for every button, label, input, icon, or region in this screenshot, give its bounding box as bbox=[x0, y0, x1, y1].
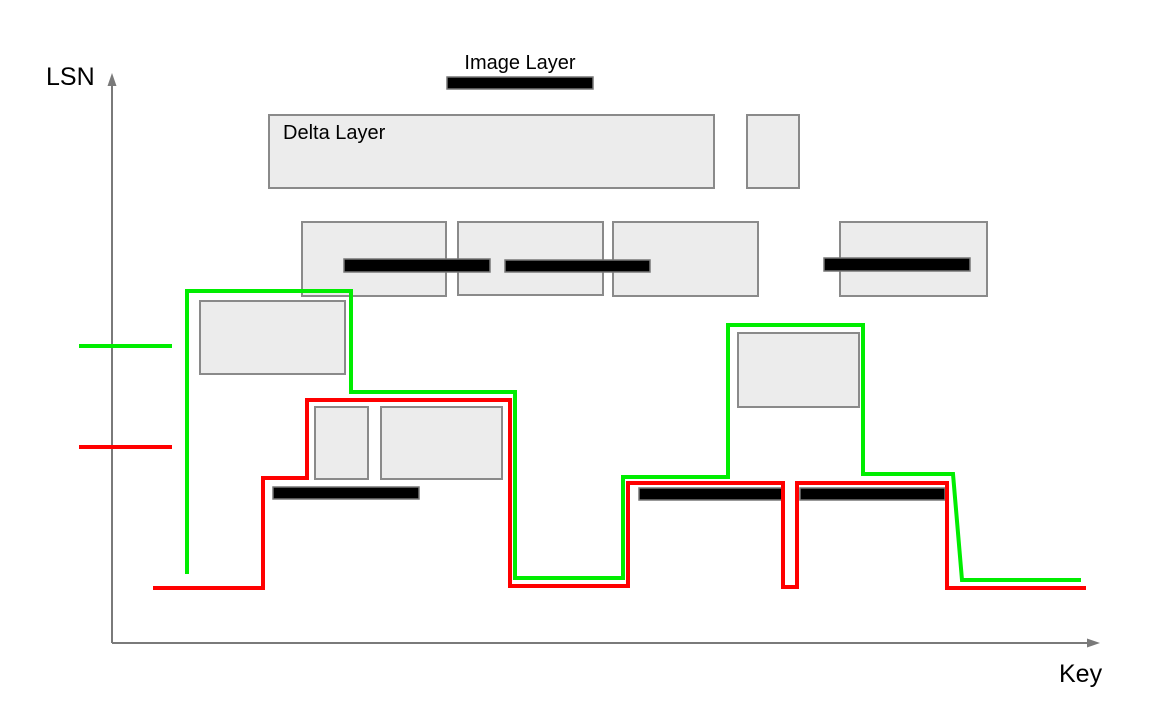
lsn-axis-label: LSN bbox=[46, 63, 95, 91]
delta-layer-label: Delta Layer bbox=[283, 122, 386, 144]
valley-wide-box bbox=[380, 406, 503, 480]
lsn-axis-arrowhead-icon bbox=[107, 73, 117, 86]
mid-left-box bbox=[199, 300, 346, 375]
green-step-line bbox=[185, 289, 1081, 582]
bottom-bar-left bbox=[272, 486, 420, 500]
row2-bar-1 bbox=[343, 258, 491, 273]
row2-bar-2 bbox=[504, 259, 651, 273]
valley-small-box bbox=[314, 406, 369, 480]
image-layer-label: Image Layer bbox=[464, 52, 576, 74]
small-top-box bbox=[746, 114, 800, 189]
red-step-line bbox=[153, 398, 1086, 590]
row2-bar-3 bbox=[823, 257, 971, 272]
key-axis-arrowhead-icon bbox=[1087, 638, 1100, 648]
row2-box-c bbox=[612, 221, 759, 297]
bottom-bar-right bbox=[799, 487, 946, 501]
delta-layer-box bbox=[268, 114, 715, 189]
mid-right-box bbox=[737, 332, 860, 408]
bottom-bar-mid bbox=[638, 487, 784, 501]
image-layer-bar bbox=[446, 76, 594, 90]
key-axis-label: Key bbox=[1059, 660, 1103, 688]
